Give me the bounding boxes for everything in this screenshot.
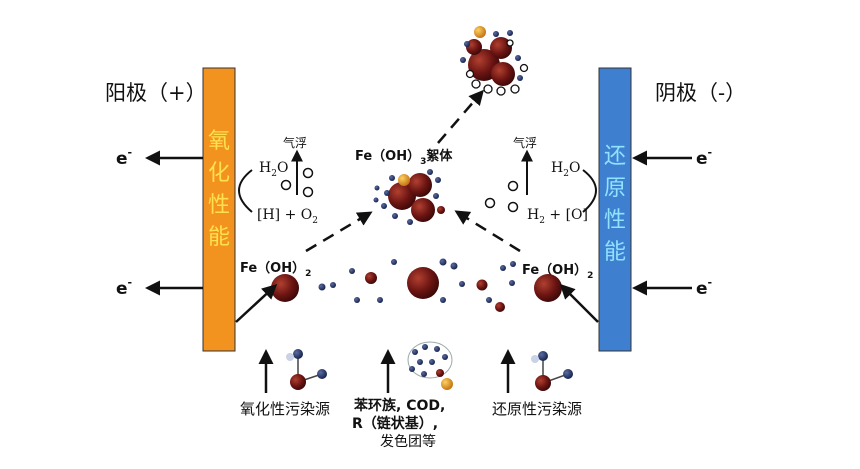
anode-products-label: [H] + O2	[257, 207, 318, 226]
cathode-products-label: H2 + [O]	[527, 207, 588, 226]
cathode-feoh2-label: Fe（OH）2	[522, 262, 593, 281]
electron-label-2: e-	[116, 276, 132, 299]
oxidative-pollutant-molecule	[286, 349, 327, 390]
anode-label: 阳极（+）	[105, 81, 207, 105]
cathode-label: 阴极（-）	[655, 81, 746, 105]
cathode-char-4: 能	[604, 240, 626, 265]
organic-pollutant-label-line-1: 苯环族, COD,	[353, 397, 445, 414]
feoh3-floc-cluster	[373, 169, 445, 225]
anode-bubbles	[280, 167, 314, 198]
organic-pollutant-label-line-2: R（链状基）,	[352, 415, 438, 432]
anode-flocculation-arrow	[305, 211, 373, 253]
reductive-pollutant-label: 还原性污染源	[492, 400, 582, 418]
electron-label-1: e-	[116, 146, 132, 169]
cathode-char-1: 还	[604, 144, 626, 169]
anode-feoh2-label: Fe（OH）2	[240, 260, 311, 279]
anode-char-2: 化	[208, 161, 230, 186]
anode-bar-text: 氧 化 性 能	[208, 129, 230, 250]
cathode-flocculation-arrow	[454, 210, 521, 253]
cathode-float-label: 气浮	[513, 135, 537, 150]
organic-pollutant-molecule	[407, 341, 453, 390]
anode-water-label: H2O	[259, 160, 288, 179]
cathode-bar-text: 还 原 性 能	[604, 144, 626, 265]
oxidative-pollutant-label: 氧化性污染源	[240, 400, 330, 418]
anode-iron-particle	[271, 274, 299, 302]
cathode-electrode	[598, 67, 632, 352]
cathode-iron-particle	[534, 274, 562, 302]
anode-float-label: 气浮	[283, 135, 307, 150]
cathode-water-label: H2O	[551, 160, 580, 179]
floating-floc-aggregate	[460, 26, 529, 96]
anode-char-3: 性	[208, 193, 230, 218]
reductive-pollutant-molecule	[531, 351, 573, 391]
organic-pollutant-label-line-3: 发色团等	[380, 433, 436, 450]
anode-char-1: 氧	[208, 129, 230, 154]
anode-electrode	[202, 67, 236, 352]
electron-label-4: e-	[696, 276, 712, 299]
cathode-bubbles	[484, 180, 519, 213]
cathode-char-2: 原	[604, 176, 626, 201]
cathode-reaction-bracket	[582, 169, 597, 213]
anode-reaction-bracket	[238, 169, 253, 213]
electron-label-3: e-	[696, 146, 712, 169]
cathode-to-feoh2-arrow	[559, 283, 599, 323]
anode-char-4: 能	[208, 225, 230, 250]
floc-rise-arrow	[437, 89, 484, 144]
central-iron-particle	[407, 267, 439, 299]
feoh3-floc-label: Fe（OH）3絮体	[355, 148, 453, 167]
dispersed-particles	[318, 258, 516, 312]
anode-to-feoh2-arrow	[235, 283, 278, 323]
cathode-char-3: 性	[604, 208, 626, 233]
